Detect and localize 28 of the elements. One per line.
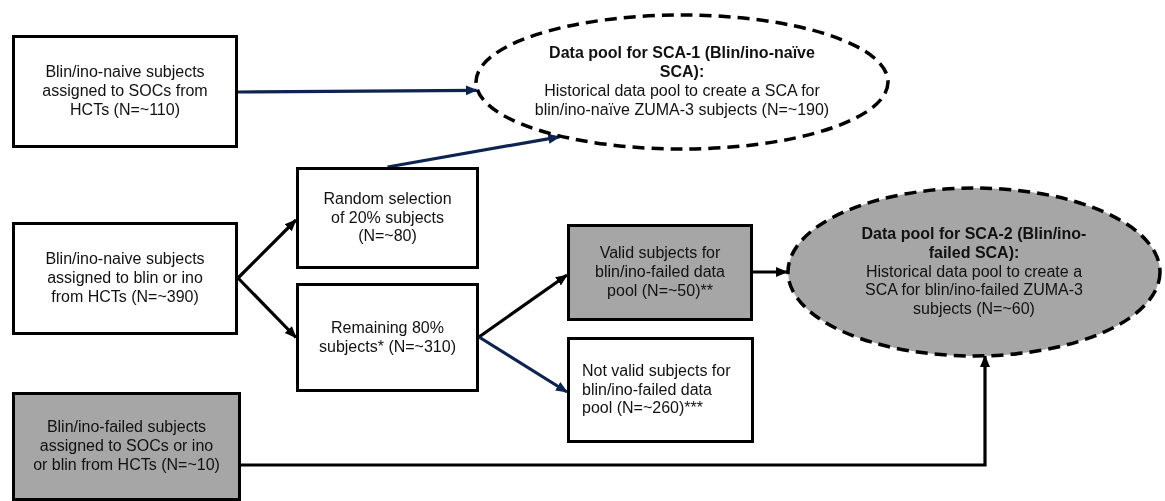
- box-text: Blin/ino-naive subjects assigned to blin or ino from HCTs (N=~390): [44, 250, 206, 307]
- box-text: Random selection of 20% subjects (N=~80): [322, 189, 453, 247]
- box-text: Remaining 80% subjects* (N=~310): [318, 318, 457, 357]
- heading-text: Data pool for SCA-2 (Blin/ino-failed SCA):: [860, 224, 1088, 263]
- heading-text: Data pool for SCA-1 (Blin/ino-naïve SCA):: [548, 44, 816, 82]
- process-box: [12, 222, 238, 335]
- arrow: [478, 335, 568, 394]
- process-box: [12, 392, 241, 501]
- data-pool-ellipse: [474, 13, 890, 151]
- arrow: [238, 85, 478, 96]
- process-box: [12, 35, 238, 148]
- arrow: [753, 267, 788, 277]
- arrow: [236, 218, 298, 280]
- box-text: Not valid subjects for blin/ino-failed data pool (N=~260)***: [582, 361, 732, 419]
- box-text: Historical data pool to create a SCA for blin/ino-failed ZUMA-3 subjects (N=~60): [864, 262, 1084, 320]
- process-box: [567, 224, 753, 321]
- process-box: [296, 167, 479, 269]
- box-text: Blin/ino-failed subjects assigned to SOCs or ino or blin from HCTs (N=~10): [32, 418, 221, 475]
- box-text: Blin/ino-naive subjects assigned to SOCs from HCTs (N=~110): [41, 63, 209, 120]
- arrow: [478, 273, 568, 339]
- process-box: [567, 337, 754, 443]
- arrow: [387, 133, 561, 169]
- arrow: [241, 355, 990, 467]
- data-pool-ellipse: [786, 186, 1162, 358]
- box-text: Historical data pool to create a SCA for blin/ino-naïve ZUMA-3 subjects (N=~190): [533, 82, 831, 120]
- process-box: [296, 283, 479, 392]
- arrow: [236, 276, 298, 339]
- box-text: Valid subjects for blin/ino-failed data pool (N=~50)**: [594, 244, 726, 301]
